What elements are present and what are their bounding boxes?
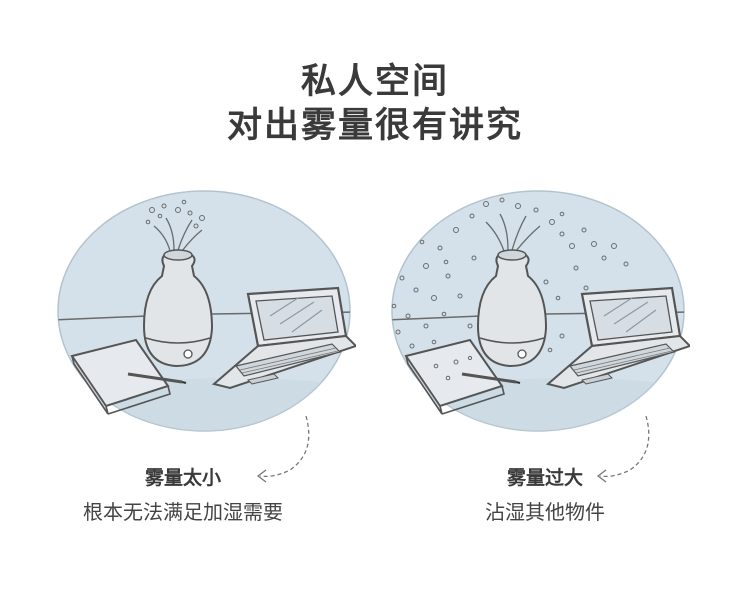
illustration-low-mist [52, 186, 356, 436]
illustration-high-mist [386, 186, 690, 436]
caption-high-mist-description: 沾湿其他物件 [485, 500, 605, 524]
caption-low-mist-label: 雾量太小 [144, 467, 221, 489]
page-title-line-1: 私人空间 [300, 62, 449, 102]
dashed-arrow-left [250, 412, 320, 492]
caption-high-mist-label: 雾量过大 [506, 467, 583, 489]
caption-low-mist: 雾量太小 根本无法满足加湿需要 [58, 465, 308, 527]
page-title-line-2: 对出雾量很有讲究 [226, 106, 523, 146]
dashed-arrow-right [590, 412, 660, 492]
caption-high-mist: 雾量过大 沾湿其他物件 [450, 465, 640, 527]
caption-low-mist-description: 根本无法满足加湿需要 [83, 500, 283, 524]
